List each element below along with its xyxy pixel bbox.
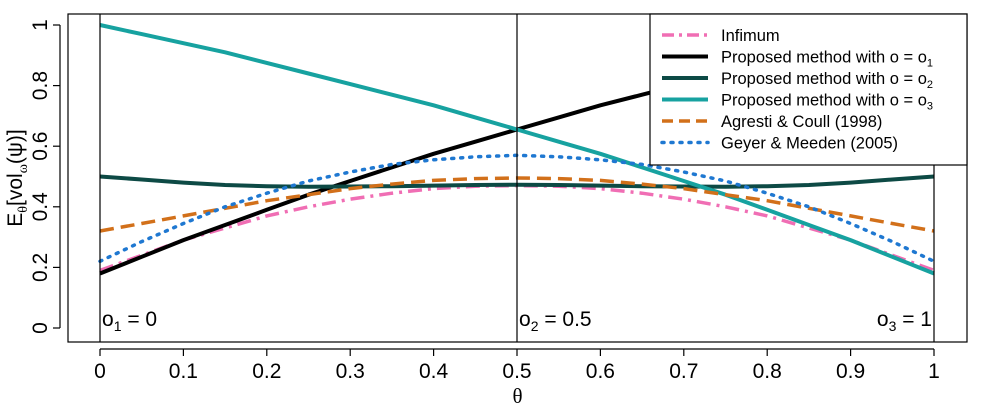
x-tick-label-2: 0.2 [252, 360, 281, 383]
annotation-tail-0: = 0 [121, 308, 157, 331]
y-tick-label-4: 0.8 [29, 71, 52, 100]
legend-label-main-1: Proposed method with o = o [721, 49, 927, 67]
x-tick-label-10: 1 [928, 360, 940, 383]
legend-label-4: Agresti & Coull (1998) [721, 113, 882, 131]
x-tick-label-8: 0.8 [753, 360, 782, 383]
y-label-tail: (ψ)] [4, 129, 27, 164]
annotation-tail-2: = 1 [896, 308, 932, 331]
legend-box [649, 13, 968, 166]
legend-label-2: Proposed method with o = o2 [721, 70, 933, 91]
y-tick-label-1: 0.2 [29, 253, 52, 282]
legend-label-1: Proposed method with o = o1 [721, 49, 933, 70]
legend-label-5: Geyer & Meeden (2005) [721, 135, 898, 153]
y-label-sub: θ [16, 206, 31, 213]
x-axis-label: θ [512, 384, 522, 408]
legend-label-sub-1: 1 [927, 58, 933, 70]
annotation-main-2: o [877, 308, 889, 331]
annotation-1: o2 = 0.5 [519, 308, 592, 334]
x-tick-label-0: 0 [94, 360, 106, 383]
y-label-main: E [4, 213, 27, 227]
x-tick-label-5: 0.5 [502, 360, 531, 383]
y-tick-label-5: 1 [29, 19, 52, 31]
x-tick-label-6: 0.6 [586, 360, 615, 383]
annotation-main-0: o [102, 308, 114, 331]
y-tick-label-0: 0 [29, 322, 52, 334]
x-tick-label-4: 0.4 [419, 360, 449, 383]
x-tick-label-3: 0.3 [336, 360, 365, 383]
annotation-2: o3 = 1 [877, 308, 932, 334]
plot-frame [67, 13, 968, 343]
y-tick-label-3: 0.6 [29, 132, 52, 161]
y-label-mid: [vol [4, 173, 27, 206]
y-label-sub2: ω [16, 164, 31, 173]
legend-label-0: Infimum [721, 27, 780, 45]
legend-label-main-2: Proposed method with o = o [721, 70, 927, 88]
annotation-0: o1 = 0 [102, 308, 157, 334]
annotation-sub-1: 2 [531, 318, 539, 334]
annotation-sub-2: 3 [889, 318, 897, 334]
x-tick-label-7: 0.7 [669, 360, 698, 383]
annotation-tail-1: = 0.5 [538, 308, 591, 331]
legend-label-sub-2: 2 [927, 79, 933, 91]
legend-label-sub-3: 3 [927, 101, 933, 113]
annotation-main-1: o [519, 308, 531, 331]
legend-label-main-3: Proposed method with o = o [721, 92, 927, 110]
annotation-sub-0: 1 [114, 318, 122, 334]
y-axis-label: Eθ[volω(ψ)] [4, 129, 31, 226]
x-tick-label-1: 0.1 [169, 360, 198, 383]
legend-label-3: Proposed method with o = o3 [721, 92, 933, 113]
x-tick-label-9: 0.9 [836, 360, 865, 383]
y-tick-label-2: 0.4 [29, 192, 52, 222]
axis-layer: 0 0.1 0.2 0.3 0.4 0.5 0.6 0.7 0.8 0.9 1 θ 0 0.2 0.4 0.6… [4, 19, 940, 408]
